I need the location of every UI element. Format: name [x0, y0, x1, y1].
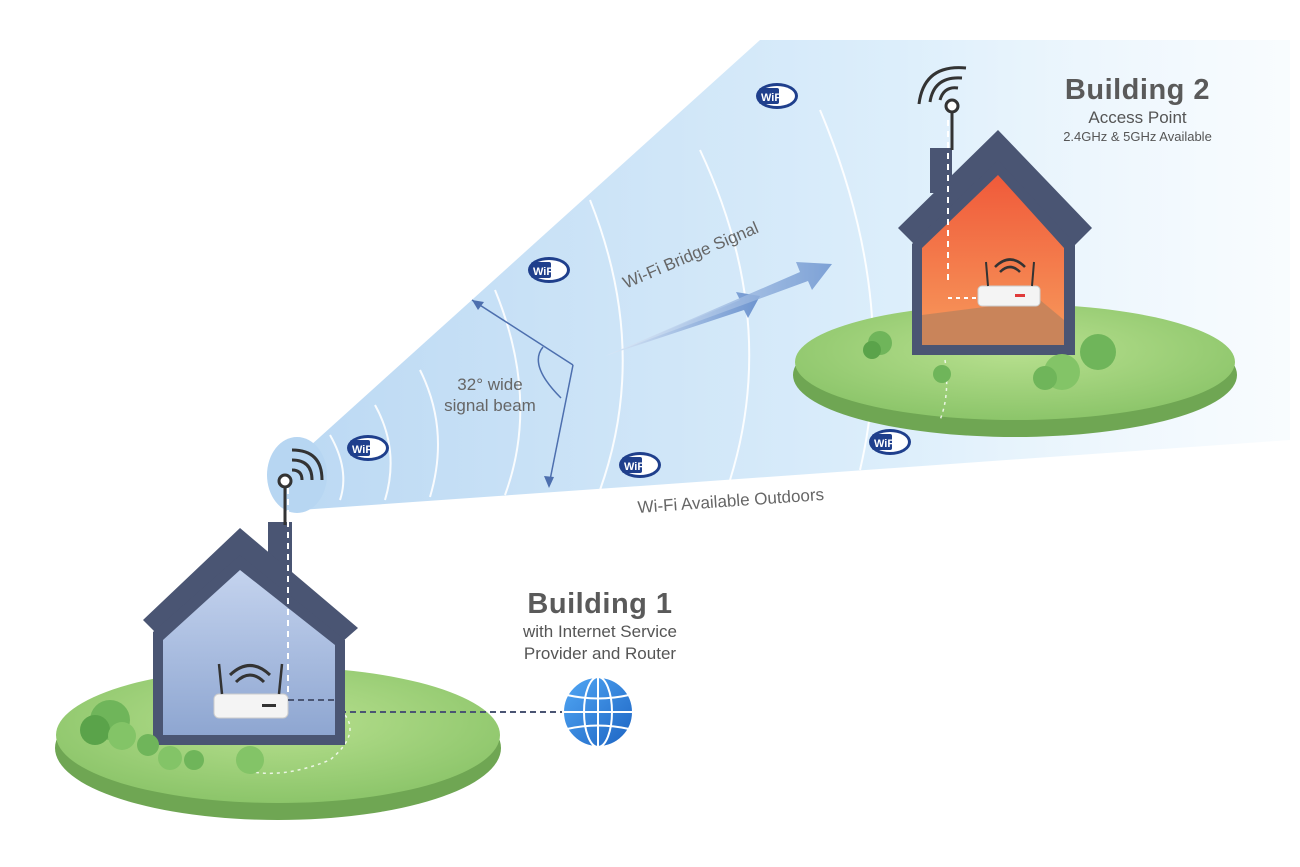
svg-text:WiFi: WiFi — [533, 266, 556, 278]
angle-arrowhead-top — [472, 300, 484, 310]
beam-angle-line1: 32° wide — [457, 375, 523, 394]
building2-house — [898, 120, 1092, 355]
beam-angle-indicator — [471, 299, 574, 486]
building2-island — [795, 304, 1235, 420]
beam-angle-line2: signal beam — [444, 396, 536, 415]
building2-subtitle: Access Point — [1088, 108, 1187, 127]
svg-text:WiFi: WiFi — [624, 461, 647, 473]
wifi-logo-icon: WiFi — [346, 434, 390, 462]
building2-trees — [863, 331, 1116, 390]
svg-text:WiFi: WiFi — [761, 92, 784, 104]
bridge-arrow-large — [620, 262, 832, 350]
building2-antenna — [917, 66, 967, 150]
beam-angle-label: 32° wide signal beam — [425, 374, 555, 416]
internet-globe-icon — [562, 676, 634, 748]
building2-label: Building 2 Access Point 2.4GHz & 5GHz Av… — [1040, 74, 1235, 144]
building1-title: Building 1 — [527, 588, 673, 620]
building2-title: Building 2 — [1064, 74, 1211, 106]
beam-arcs — [329, 109, 875, 501]
building1-house — [143, 488, 358, 745]
wifi-logo-icon: WiFi — [618, 451, 662, 479]
wifi-logo-icon: WiFi — [755, 82, 799, 110]
building1-trees — [80, 700, 264, 774]
angle-arrowhead-bottom — [544, 476, 554, 488]
building1-line1: with Internet Service — [522, 622, 677, 641]
building1-antenna — [277, 448, 324, 525]
wifi-logo-icon: WiFi — [527, 256, 571, 284]
building1-label: Building 1 with Internet Service Provide… — [490, 588, 710, 665]
beam-origin-bubble — [267, 437, 327, 513]
wifi-logo-icon: WiFi — [868, 428, 912, 456]
building1-line2: Provider and Router — [523, 644, 677, 663]
building2-bands: 2.4GHz & 5GHz Available — [1063, 129, 1212, 144]
svg-text:WiFi: WiFi — [874, 438, 897, 450]
svg-text:WiFi: WiFi — [352, 444, 375, 456]
